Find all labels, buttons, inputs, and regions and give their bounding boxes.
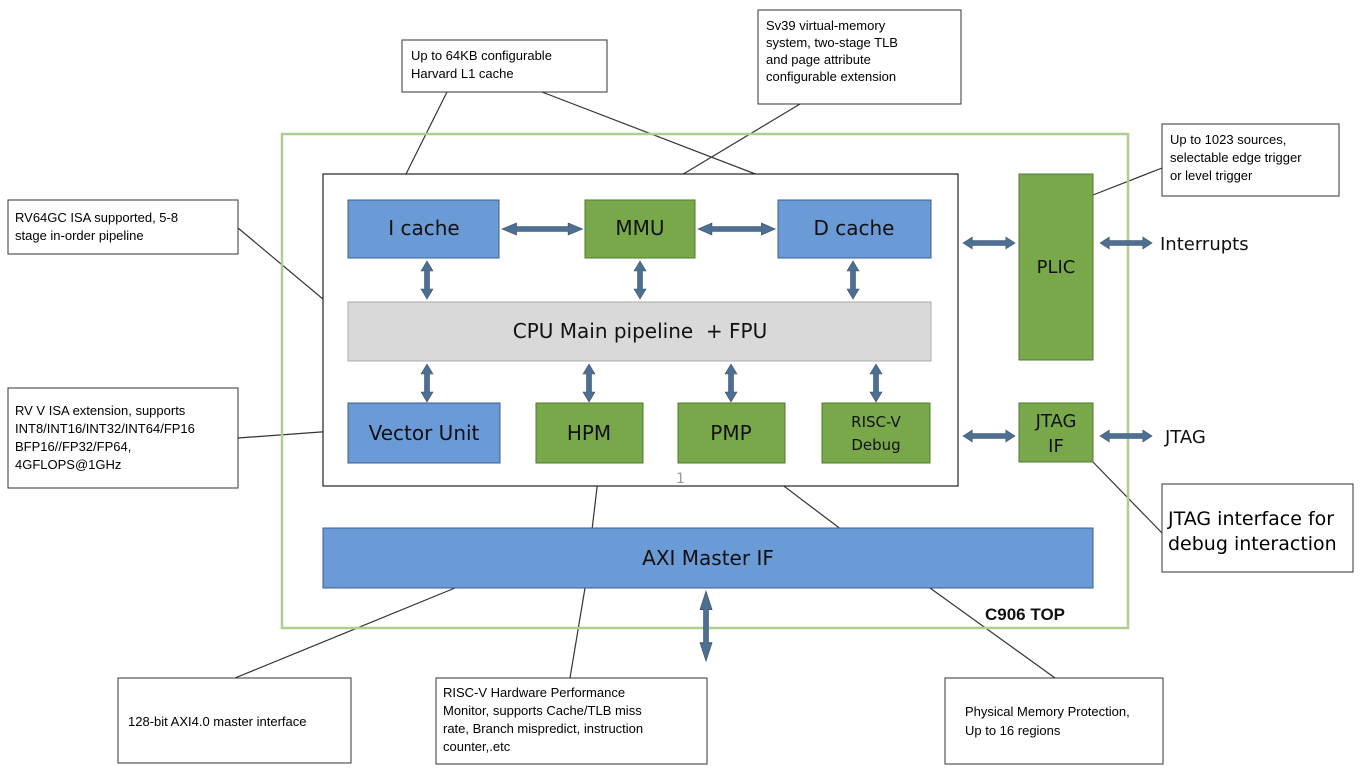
note-isa-line1: RV64GC ISA supported, 5-8 xyxy=(15,210,178,225)
note-isa-line2: stage in-order pipeline xyxy=(15,228,144,243)
hpm-block: HPM xyxy=(535,402,644,464)
stray-mark: 1 xyxy=(676,471,685,487)
note-plic-line1: Up to 1023 sources, xyxy=(1170,132,1286,147)
note-mmu-line1: Sv39 virtual-memory xyxy=(766,18,886,33)
icache-label: I cache xyxy=(388,216,459,240)
jtag-label: JTAG xyxy=(1164,427,1206,448)
note-plic-line3: or level trigger xyxy=(1170,168,1253,183)
hpm-label: HPM xyxy=(567,421,611,445)
riscv-debug-label-line2: Debug xyxy=(851,436,900,454)
plic-block: PLIC xyxy=(1018,173,1094,361)
note-hpm: RISC-V Hardware Performance Monitor, sup… xyxy=(435,677,708,765)
note-jtag: JTAG interface for debug interaction xyxy=(1161,483,1354,573)
riscv-debug-block: RISC-V Debug xyxy=(821,402,931,464)
note-vector-line4: 4GFLOPS@1GHz xyxy=(15,457,121,472)
axi-master-if-label: AXI Master IF xyxy=(642,546,774,570)
note-vector-line2: INT8/INT16/INT32/INT64/FP16 xyxy=(15,421,195,436)
note-hpm-line4: counter,.etc xyxy=(443,739,511,754)
riscv-debug-label-line1: RISC-V xyxy=(851,413,901,431)
note-isa: RV64GC ISA supported, 5-8 stage in-order… xyxy=(7,199,239,255)
note-l1cache-line2: Harvard L1 cache xyxy=(411,66,514,81)
note-mmu-line3: and page attribute xyxy=(766,52,871,67)
note-pmp-line2: Up to 16 regions xyxy=(965,723,1061,738)
arrow-core-jtagif xyxy=(962,429,1016,443)
plic-label: PLIC xyxy=(1037,257,1076,278)
arrow-core-plic xyxy=(962,236,1016,250)
note-hpm-line3: rate, Branch mispredict, instruction xyxy=(443,721,643,736)
pipeline-block: CPU Main pipeline + FPU xyxy=(347,301,932,362)
note-pmp: Physical Memory Protection, Up to 16 reg… xyxy=(944,677,1164,765)
note-axi-line1: 128-bit AXI4.0 master interface xyxy=(128,714,306,729)
pmp-label: PMP xyxy=(710,421,751,445)
vector-unit-block: Vector Unit xyxy=(347,402,501,464)
note-hpm-line2: Monitor, supports Cache/TLB miss xyxy=(443,703,642,718)
jtag-if-label-line2: IF xyxy=(1048,436,1064,457)
note-l1cache-line1: Up to 64KB configurable xyxy=(411,48,552,63)
c906-top-label: C906 TOP xyxy=(985,605,1065,624)
note-jtag-line1: JTAG interface for xyxy=(1167,508,1334,530)
pmp-block: PMP xyxy=(677,402,786,464)
axi-master-if-block: AXI Master IF xyxy=(322,527,1094,589)
note-vector-line1: RV V ISA extension, supports xyxy=(15,403,186,418)
mmu-label: MMU xyxy=(615,216,664,240)
vector-unit-label: Vector Unit xyxy=(369,421,480,445)
leader-axi-note xyxy=(234,587,456,679)
note-vector: RV V ISA extension, supports INT8/INT16/… xyxy=(7,387,239,489)
note-mmu-line2: system, two-stage TLB xyxy=(766,35,898,50)
dcache-label: D cache xyxy=(814,216,895,240)
interrupts-label: Interrupts xyxy=(1160,234,1249,255)
leader-lines xyxy=(234,91,1163,679)
mmu-block: MMU xyxy=(584,199,696,259)
icache-block: I cache xyxy=(347,199,500,259)
jtag-if-label-line1: JTAG xyxy=(1035,411,1077,432)
arrow-axi-external xyxy=(699,590,713,663)
note-vector-line3: BFP16//FP32/FP64, xyxy=(15,439,131,454)
note-mmu-line4: configurable extension xyxy=(766,69,896,84)
arrow-jtagif-jtag xyxy=(1099,429,1153,443)
note-hpm-line1: RISC-V Hardware Performance xyxy=(443,685,625,700)
jtag-if-block: JTAG IF xyxy=(1018,402,1094,463)
arrow-plic-interrupts xyxy=(1099,236,1153,250)
note-plic: Up to 1023 sources, selectable edge trig… xyxy=(1161,123,1340,197)
note-mmu: Sv39 virtual-memory system, two-stage TL… xyxy=(757,9,962,105)
note-plic-line2: selectable edge trigger xyxy=(1170,150,1302,165)
note-jtag-line2: debug interaction xyxy=(1168,533,1337,555)
dcache-block: D cache xyxy=(777,199,932,259)
pipeline-label: CPU Main pipeline + FPU xyxy=(513,319,768,343)
leader-pmp-bottom xyxy=(929,587,1056,679)
note-l1cache: Up to 64KB configurable Harvard L1 cache xyxy=(401,39,608,93)
note-axi: 128-bit AXI4.0 master interface xyxy=(117,677,352,764)
note-pmp-line1: Physical Memory Protection, xyxy=(965,704,1130,719)
leader-hpm-bottom xyxy=(569,587,586,679)
